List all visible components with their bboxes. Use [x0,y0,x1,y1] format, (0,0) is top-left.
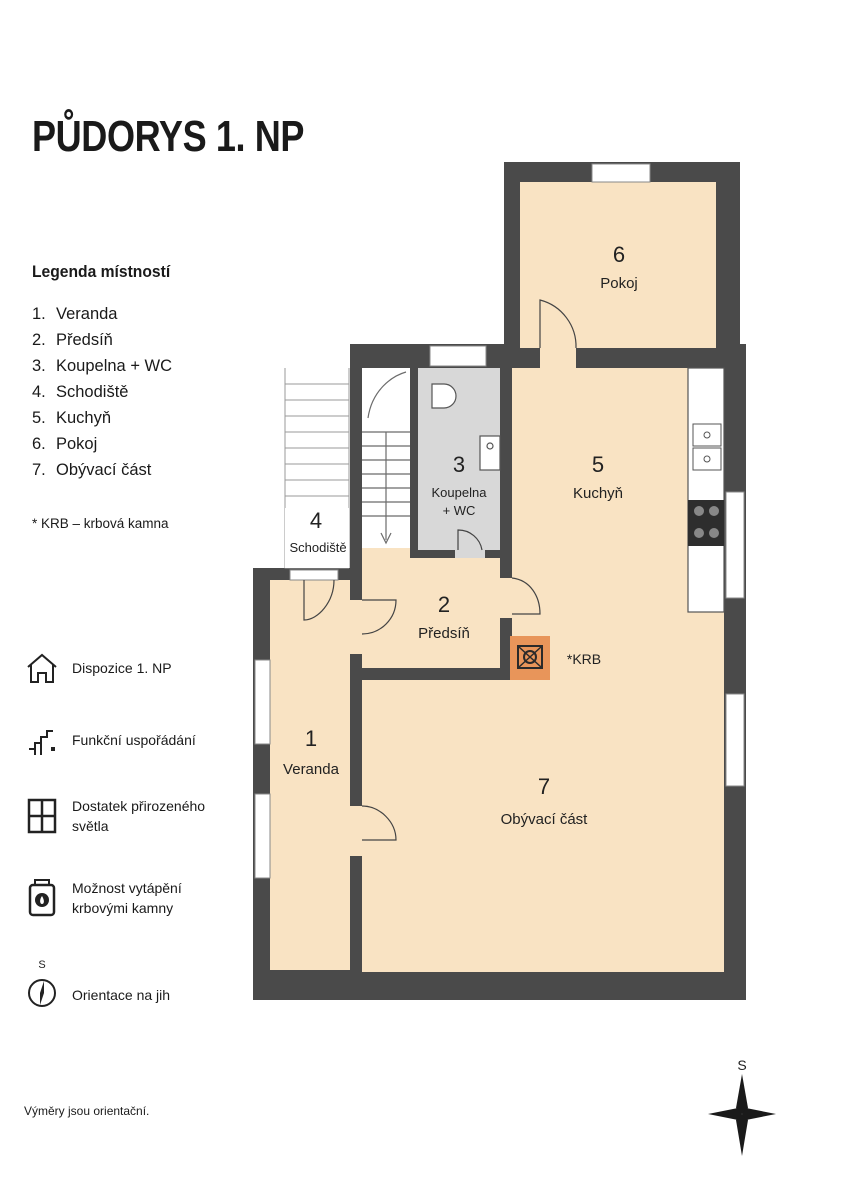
krb-note: * KRB – krbová kamna [32,516,169,531]
legend-item: 3.Koupelna + WC [32,357,173,375]
doors [303,299,577,856]
feature-light: Dostatek přirozeného světla [24,796,222,836]
legend-item: 4.Schodiště [32,383,129,401]
room-name: Pokoj [600,275,638,292]
feature-stove: Možnost vytápění krbovými kamny [24,878,202,918]
floor-predsin [362,550,500,668]
bathroom-fixtures [431,383,501,471]
feature-function: Funkční uspořádání [24,720,196,760]
feature-orientation: S Orientace na jih [24,954,170,1014]
floor-obyvaci [362,680,724,972]
stove-icon [24,878,60,918]
window-icon [24,796,60,836]
footer-note: Výměry jsou orientační. [24,1104,150,1118]
room-name: Koupelna [432,485,488,500]
legend-heading: Legenda místností [32,262,171,281]
inner-stairs [362,368,410,548]
room-name: Veranda [283,761,340,778]
legend-item: 1.Veranda [32,305,118,323]
room-name: Obývací část [501,811,589,828]
room-name: Schodiště [289,540,346,555]
room-name: Kuchyň [573,485,623,502]
krb-label: *KRB [567,651,601,667]
room-legend: 1.Veranda 2.Předsíň 3.Koupelna + WC 4.Sc… [32,304,172,486]
floor-pokoj [520,182,716,348]
page-title: PŮDORYS 1. NP [32,112,305,161]
legend-item: 7.Obývací část [32,461,152,479]
room-number: 7 [538,774,550,799]
room-number: 6 [613,242,625,267]
room-number: 3 [453,452,465,477]
svg-text:S: S [737,1057,746,1073]
floor-veranda [270,580,350,970]
room-number: 1 [305,726,317,751]
room-name: Předsíň [418,625,470,642]
legend-item: 6.Pokoj [32,435,98,453]
svg-text:S: S [38,959,45,971]
room-name: + WC [443,503,476,518]
room-number: 2 [438,592,450,617]
room-number: 4 [310,508,322,533]
room-labels: 1 Veranda 2 Předsíň 3 Koupelna + WC 4 Sc… [283,242,638,828]
kitchen-counter [687,367,725,613]
windows [254,163,745,879]
krb-stove [510,636,550,680]
compass-rose: S [708,1057,776,1156]
compass-icon: S [24,954,60,1014]
house-icon [24,648,60,688]
legend-item: 2.Předsíň [32,331,113,349]
stairs-icon [24,720,60,760]
room-number: 5 [592,452,604,477]
legend-item: 5.Kuchyň [32,409,112,427]
feature-layout: Dispozice 1. NP [24,648,172,688]
